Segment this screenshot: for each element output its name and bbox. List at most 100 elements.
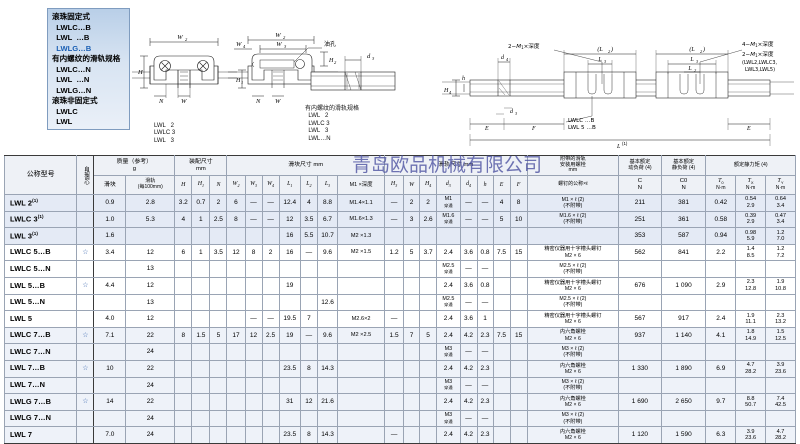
svg-text:W: W <box>181 98 187 105</box>
cell-self-align: ☆ <box>76 243 95 262</box>
cell-W4 <box>261 359 280 378</box>
cell-L1: 12 <box>278 210 301 229</box>
legend-line-5: LWLC…N <box>52 64 91 74</box>
svg-text:N: N <box>158 98 164 105</box>
cell-h: 2.3 <box>476 359 494 378</box>
th-dyn-group: 基本额定 动负荷 (4) <box>618 155 662 176</box>
cell-d3 <box>436 227 461 245</box>
cell-H1 <box>191 426 211 444</box>
legend-line-4: 有内螺纹的滑轨规格 <box>52 54 121 63</box>
cell-F: 15 <box>509 243 528 262</box>
th-h: h <box>476 175 494 195</box>
cell-L2: — <box>299 243 318 262</box>
cell-L1: 19 <box>278 326 301 345</box>
cell-H3 <box>383 293 405 312</box>
cell-C0 <box>660 293 707 312</box>
cell-mass-rail: 12 <box>125 243 176 262</box>
cell-W2: 6 <box>226 194 246 212</box>
cell-W <box>403 343 421 361</box>
cell-L3 <box>316 343 339 361</box>
cell-mass-block: 3.4 <box>93 243 127 262</box>
cell-M1 <box>337 393 385 411</box>
cell-F: 15 <box>509 326 528 345</box>
cell-h: 2.3 <box>476 426 494 444</box>
cell-H4 <box>419 276 438 295</box>
cell-W: 7 <box>403 326 421 345</box>
cell-W2 <box>226 359 246 378</box>
cell-F <box>509 393 528 411</box>
cell-H1 <box>191 293 211 312</box>
cell-mass-block: 4.4 <box>93 276 127 295</box>
cell-bolt: M1 × ℓ (2) (不附带) <box>526 194 620 212</box>
th-stat-group: 基本额定 静负荷 (4) <box>660 155 707 176</box>
cell-model: LWLC 5…N <box>3 260 78 278</box>
cell-T0: 2.4 <box>705 310 737 328</box>
cell-W3 <box>244 426 263 444</box>
cell-W2: 8 <box>226 210 246 229</box>
cell-mass-block: 14 <box>93 393 127 411</box>
cell-L2: 7 <box>299 310 318 328</box>
svg-text:2: 2 <box>700 49 703 54</box>
cell-bolt: 内六角螺栓 M2 × 6 <box>526 426 620 444</box>
cell-H4: 2.6 <box>419 210 438 229</box>
svg-text:H: H <box>443 88 449 94</box>
cell-N <box>209 393 228 411</box>
cell-H1 <box>191 343 211 361</box>
cell-model: LWL 3(1) <box>3 227 78 245</box>
cell-M1: M1.4×1.1 <box>337 194 385 212</box>
cell-T0: 0.42 <box>705 194 737 212</box>
th-dyn-sub: C N <box>618 175 662 195</box>
cell-N <box>209 260 228 278</box>
cell-L3: 8.8 <box>316 194 339 212</box>
cell-M1 <box>337 260 385 278</box>
th-rail-group: 滑轨尺寸 mm <box>383 155 528 176</box>
cell-L3: 9.6 <box>316 326 339 345</box>
cell-mass-block <box>93 260 127 278</box>
cell-T0: 0.94 <box>705 227 737 245</box>
cell-W3: 12 <box>244 326 263 345</box>
cell-W3 <box>244 260 263 278</box>
cell-H <box>174 227 193 245</box>
svg-text:N: N <box>255 98 261 105</box>
cell-L1: 31 <box>278 393 301 411</box>
cell-H3: — <box>383 210 405 229</box>
cell-bolt: M3 × ℓ (2) (不附带) <box>526 343 620 361</box>
cell-TY <box>765 376 796 395</box>
legend-line-1: LWLC…B <box>52 22 91 32</box>
cell-h: — <box>476 293 494 312</box>
cell-mass-block: 0.9 <box>93 194 127 212</box>
cell-M1 <box>337 343 385 361</box>
cell-W4 <box>261 343 280 361</box>
cell-F <box>509 227 528 245</box>
cell-TY <box>765 343 796 361</box>
cell-self-align <box>76 310 95 328</box>
cell-L1: 19.5 <box>278 310 301 328</box>
th-mass-group: 质量（参考） g <box>93 155 176 176</box>
cell-L2: 3.5 <box>299 210 318 229</box>
cell-mass-block: 10 <box>93 359 127 378</box>
cell-d4: — <box>459 343 478 361</box>
cell-C0: 1 090 <box>660 276 707 295</box>
svg-text:W: W <box>236 41 242 48</box>
